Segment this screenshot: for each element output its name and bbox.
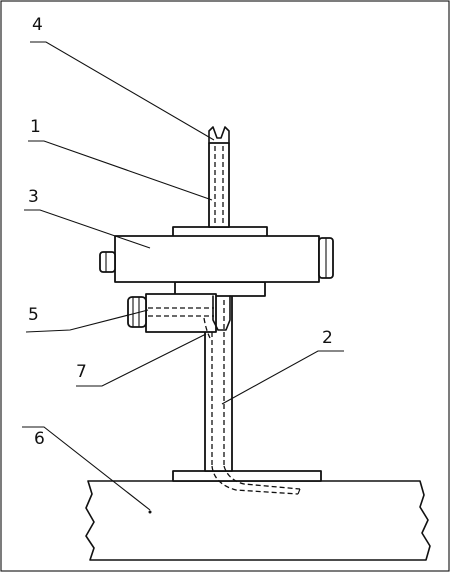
leader-3 bbox=[24, 209, 151, 249]
foot-plate bbox=[172, 470, 322, 482]
leader-5 bbox=[25, 309, 149, 333]
channel-end bbox=[297, 488, 301, 495]
housing-left-knob bbox=[99, 251, 116, 273]
label-6: 6 bbox=[34, 429, 45, 449]
channel-hidden-lower bbox=[223, 465, 301, 490]
fork-tip bbox=[208, 126, 230, 144]
side-fitting-cap bbox=[127, 296, 147, 328]
label-2: 2 bbox=[322, 328, 333, 348]
junction-nozzle bbox=[212, 295, 231, 331]
base-block bbox=[85, 480, 431, 561]
label-3: 3 bbox=[28, 187, 39, 207]
leader-6 bbox=[22, 426, 151, 511]
leader-2 bbox=[221, 350, 344, 405]
junction-hidden-curve bbox=[203, 317, 211, 339]
leader-7 bbox=[76, 333, 207, 387]
label-5: 5 bbox=[28, 305, 39, 325]
upper-shaft bbox=[208, 142, 230, 228]
leader-4 bbox=[30, 41, 215, 141]
channel-hidden-upper bbox=[211, 465, 299, 495]
label-4: 4 bbox=[32, 15, 43, 35]
leader-1 bbox=[28, 140, 213, 201]
side-fitting-body bbox=[145, 293, 217, 333]
label-1: 1 bbox=[30, 117, 41, 137]
label-7: 7 bbox=[76, 362, 87, 382]
main-housing bbox=[114, 235, 320, 283]
base-dot bbox=[148, 510, 152, 514]
